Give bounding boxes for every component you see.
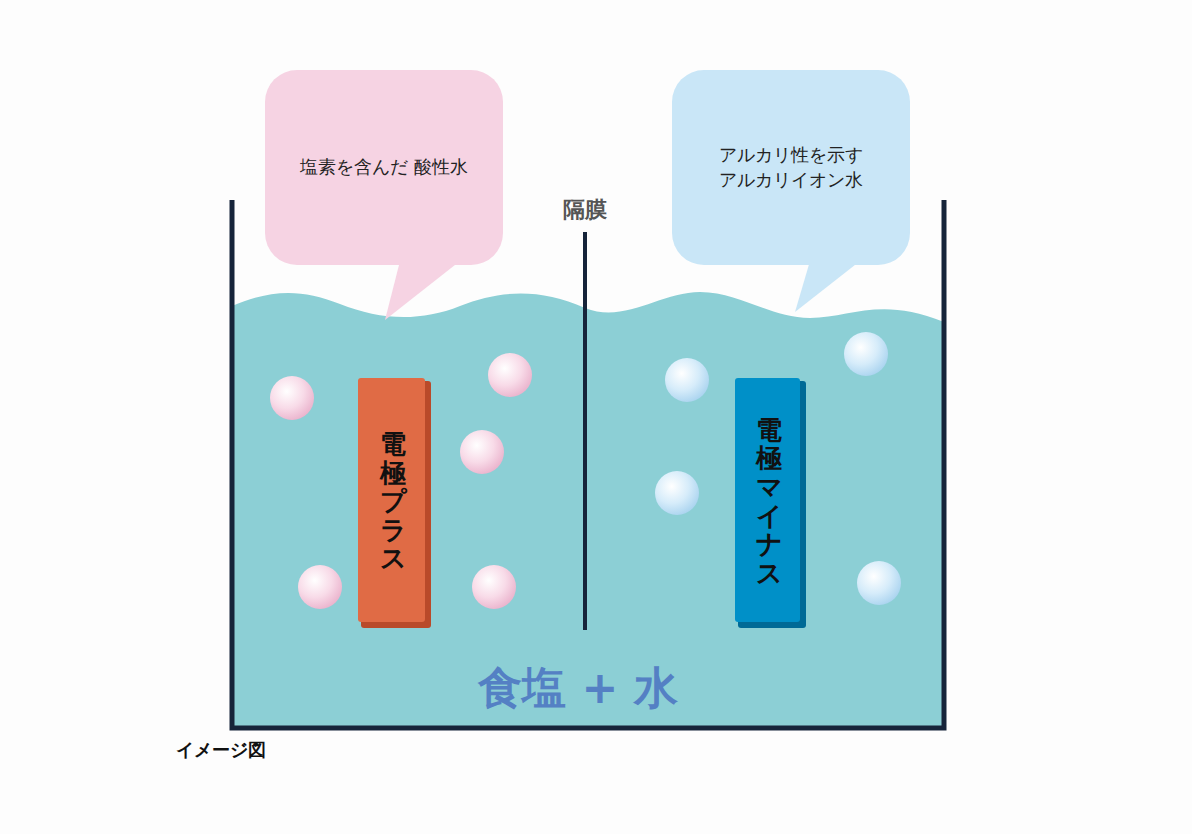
electrode-label: 電極マイナス [756, 416, 782, 588]
membrane-label: 隔膜 [563, 195, 607, 225]
ions-blue [655, 332, 901, 605]
figure-note: イメージ図 [176, 738, 266, 762]
solution-label: 食塩 + 水 [478, 659, 678, 718]
electrode: 電極マイナス [735, 378, 803, 625]
bubble-text: アルカリ性を示す アルカリイオン水 [696, 143, 886, 192]
speech-bubble: 塩素を含んだ 酸性水 [265, 70, 503, 265]
tank-wall [232, 200, 944, 728]
bubble-text: 塩素を含んだ 酸性水 [300, 155, 468, 179]
electrode-label: 電極プラス [380, 430, 406, 573]
speech-bubble-outline [672, 70, 910, 265]
membrane [583, 232, 587, 630]
electrode: 電極プラス [358, 378, 428, 625]
water [232, 292, 944, 728]
speech-bubble: アルカリ性を示す アルカリイオン水 [672, 70, 910, 265]
